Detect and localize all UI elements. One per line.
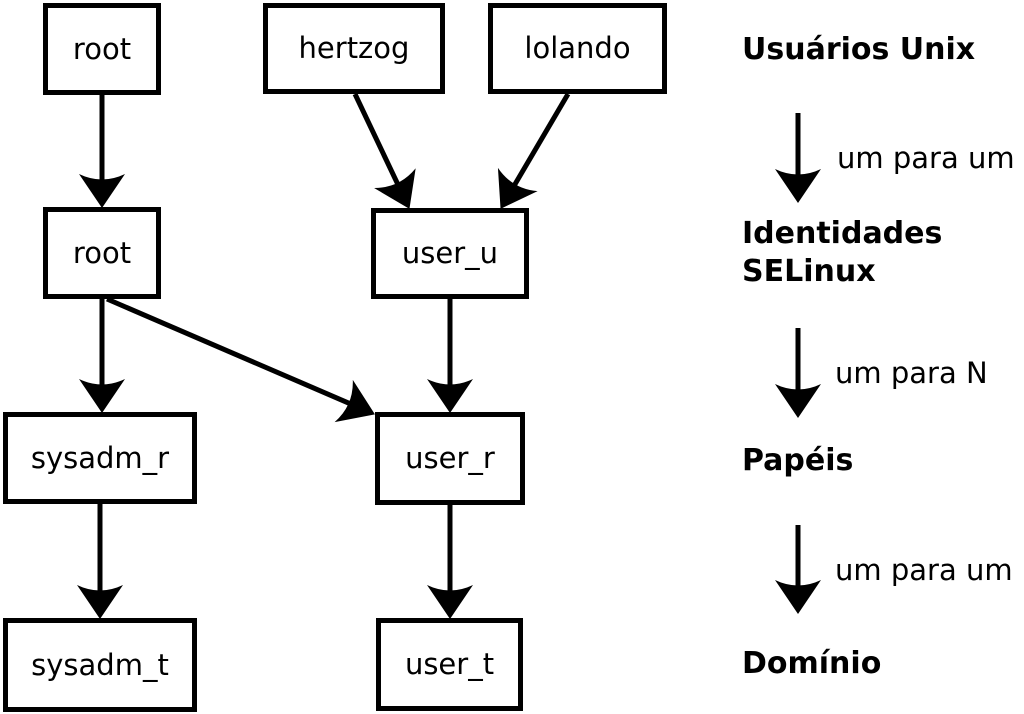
node-unix-user-hertzog: hertzog: [263, 3, 445, 94]
legend-level-domain: Domínio: [742, 646, 882, 681]
legend-level-selinux-identities: Identidades SELinux: [742, 215, 942, 291]
node-selinux-identity-root: root: [43, 207, 161, 299]
node-selinux-identity-user-u: user_u: [371, 208, 529, 299]
legend-level-unix-users: Usuários Unix: [742, 32, 976, 67]
node-unix-user-root: root: [43, 3, 161, 95]
node-domain-user-t: user_t: [376, 618, 523, 711]
edge-lolando-to-useru: [497, 92, 571, 209]
edge-selinuxroot-to-userr: [106, 296, 375, 423]
legend-level-selinux-identities-line1: Identidades: [742, 216, 943, 251]
legend-level-roles: Papéis: [742, 443, 854, 478]
legend-mapping-one-to-n: um para N: [835, 356, 988, 390]
node-role-user-r: user_r: [375, 412, 525, 505]
node-unix-user-lolando: lolando: [488, 3, 667, 94]
node-role-sysadm-r: sysadm_r: [3, 412, 197, 504]
legend-mapping-one-to-one-1: um para um: [837, 141, 1015, 175]
edge-hertzog-to-useru: [352, 92, 416, 209]
legend-mapping-one-to-one-2: um para um: [835, 553, 1013, 587]
legend-level-selinux-identities-line2: SELinux: [742, 254, 876, 289]
node-domain-sysadm-t: sysadm_t: [3, 618, 197, 712]
